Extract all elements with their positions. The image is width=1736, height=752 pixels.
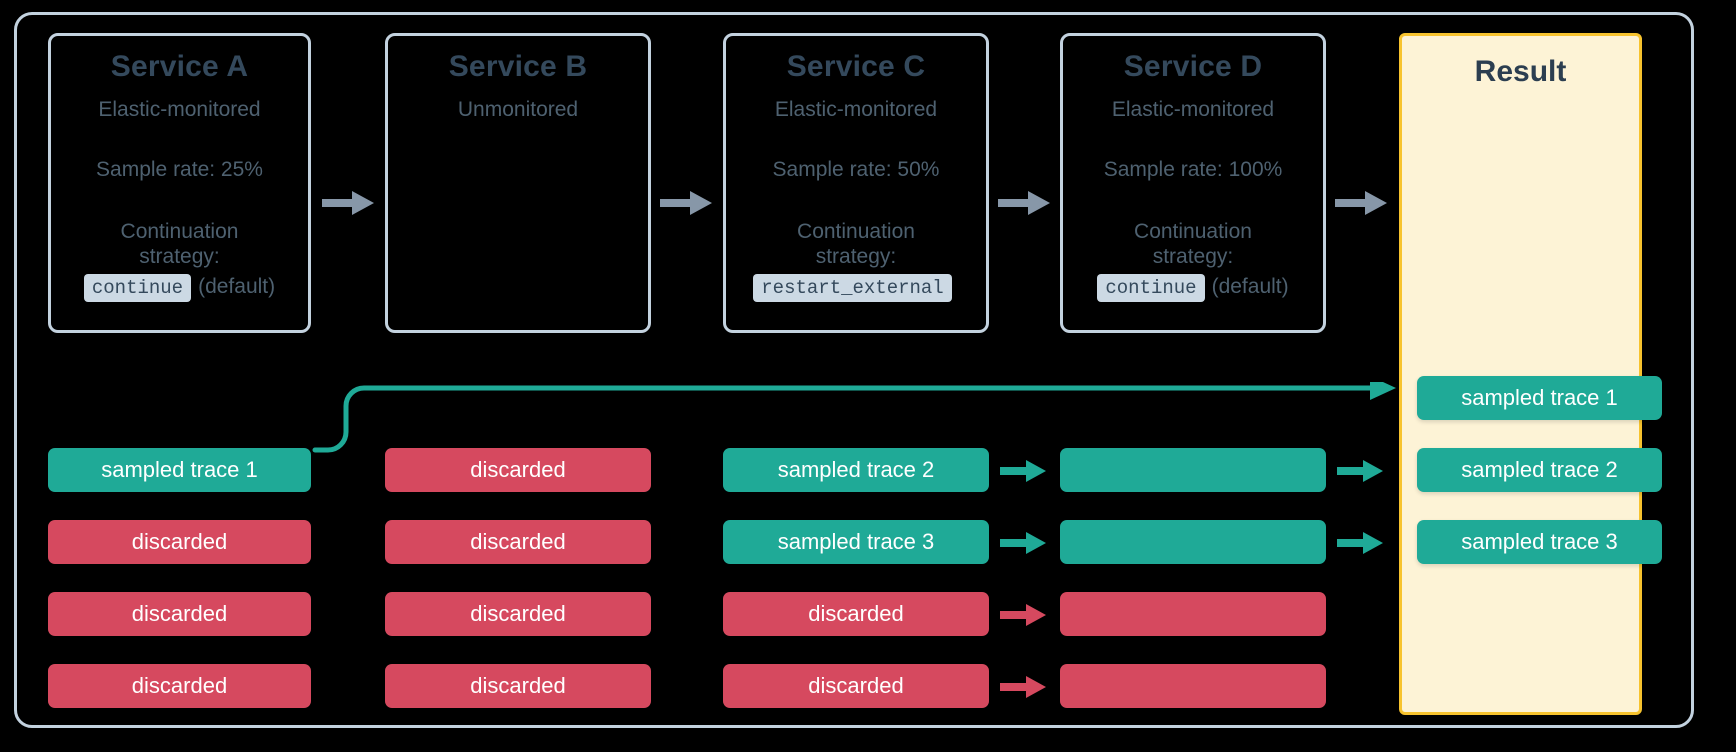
trace-chip-a-4: discarded xyxy=(48,664,311,708)
service-a-strategy-row: continue (default) xyxy=(83,273,276,302)
service-c-strategy-line1: Continuation xyxy=(797,220,915,243)
result-chip-1: sampled trace 1 xyxy=(1417,376,1662,420)
flow-arrow-a-to-b xyxy=(322,188,376,218)
service-d-strategy-value: continue xyxy=(1097,273,1205,302)
service-c-sample-rate: Sample rate: 50% xyxy=(772,158,940,181)
service-d-monitoring: Elastic-monitored xyxy=(1111,98,1275,121)
flow-arrow-d-to-result xyxy=(1335,188,1389,218)
service-c-monitoring: Elastic-monitored xyxy=(774,98,938,121)
trace-arrow-d-to-result-1 xyxy=(1337,458,1385,484)
trace-chip-a-3: discarded xyxy=(48,592,311,636)
flow-arrow-b-to-c xyxy=(660,188,714,218)
service-card-a: Service A Elastic-monitored Sample rate:… xyxy=(48,33,311,333)
trace-chip-d-1 xyxy=(1060,448,1326,492)
service-a-monitoring: Elastic-monitored xyxy=(98,98,261,121)
trace-chip-c-2: sampled trace 3 xyxy=(723,520,989,564)
trace-chip-a-2: discarded xyxy=(48,520,311,564)
service-a-strategy-note: (default) xyxy=(198,274,276,298)
result-title: Result xyxy=(1474,55,1567,88)
service-a-strategy-value: continue xyxy=(83,273,192,302)
trace-chip-c-3: discarded xyxy=(723,592,989,636)
curved-connector-trace1 xyxy=(310,382,1410,472)
service-b-monitoring: Unmonitored xyxy=(457,98,579,121)
result-chip-3: sampled trace 3 xyxy=(1417,520,1662,564)
trace-arrow-c-to-d-2 xyxy=(1000,530,1048,556)
trace-chip-d-2 xyxy=(1060,520,1326,564)
service-card-d: Service D Elastic-monitored Sample rate:… xyxy=(1060,33,1326,333)
service-d-strategy-line2: strategy: xyxy=(1152,244,1234,268)
service-a-strategy-line2: strategy: xyxy=(139,244,220,268)
trace-arrow-c-to-d-1 xyxy=(1000,458,1048,484)
trace-chip-c-4: discarded xyxy=(723,664,989,708)
trace-arrow-d-to-result-2 xyxy=(1337,530,1385,556)
trace-chip-b-2: discarded xyxy=(385,520,651,564)
trace-chip-d-3 xyxy=(1060,592,1326,636)
trace-chip-d-4 xyxy=(1060,664,1326,708)
service-c-strategy-row: restart_external xyxy=(753,273,958,302)
service-d-strategy-label: Continuation strategy: xyxy=(1134,220,1252,270)
trace-arrow-c-to-d-4 xyxy=(1000,674,1048,700)
service-a-sample-rate: Sample rate: 25% xyxy=(96,158,263,181)
service-card-b: Service B Unmonitored xyxy=(385,33,651,333)
flow-arrow-c-to-d xyxy=(998,188,1052,218)
trace-chip-b-1: discarded xyxy=(385,448,651,492)
diagram-outer-frame xyxy=(14,12,1694,728)
service-d-strategy-note: (default) xyxy=(1211,274,1289,298)
trace-chip-c-1: sampled trace 2 xyxy=(723,448,989,492)
trace-chip-a-1: sampled trace 1 xyxy=(48,448,311,492)
service-card-c: Service C Elastic-monitored Sample rate:… xyxy=(723,33,989,333)
result-panel xyxy=(1399,33,1642,715)
service-d-strategy-row: continue (default) xyxy=(1097,273,1289,302)
trace-arrow-c-to-d-3 xyxy=(1000,602,1048,628)
trace-chip-b-4: discarded xyxy=(385,664,651,708)
trace-chip-b-3: discarded xyxy=(385,592,651,636)
service-a-strategy-line1: Continuation xyxy=(120,220,239,243)
service-c-strategy-value: restart_external xyxy=(753,273,952,302)
service-b-title: Service B xyxy=(448,50,588,83)
service-a-strategy-label: Continuation strategy: xyxy=(121,220,239,270)
service-c-title: Service C xyxy=(786,50,926,83)
service-d-sample-rate: Sample rate: 100% xyxy=(1103,158,1283,181)
service-d-title: Service D xyxy=(1123,50,1263,83)
service-c-strategy-label: Continuation strategy: xyxy=(797,220,915,270)
service-d-strategy-line1: Continuation xyxy=(1134,220,1252,243)
service-a-title: Service A xyxy=(110,50,249,83)
service-c-strategy-line2: strategy: xyxy=(815,244,897,268)
result-chip-2: sampled trace 2 xyxy=(1417,448,1662,492)
